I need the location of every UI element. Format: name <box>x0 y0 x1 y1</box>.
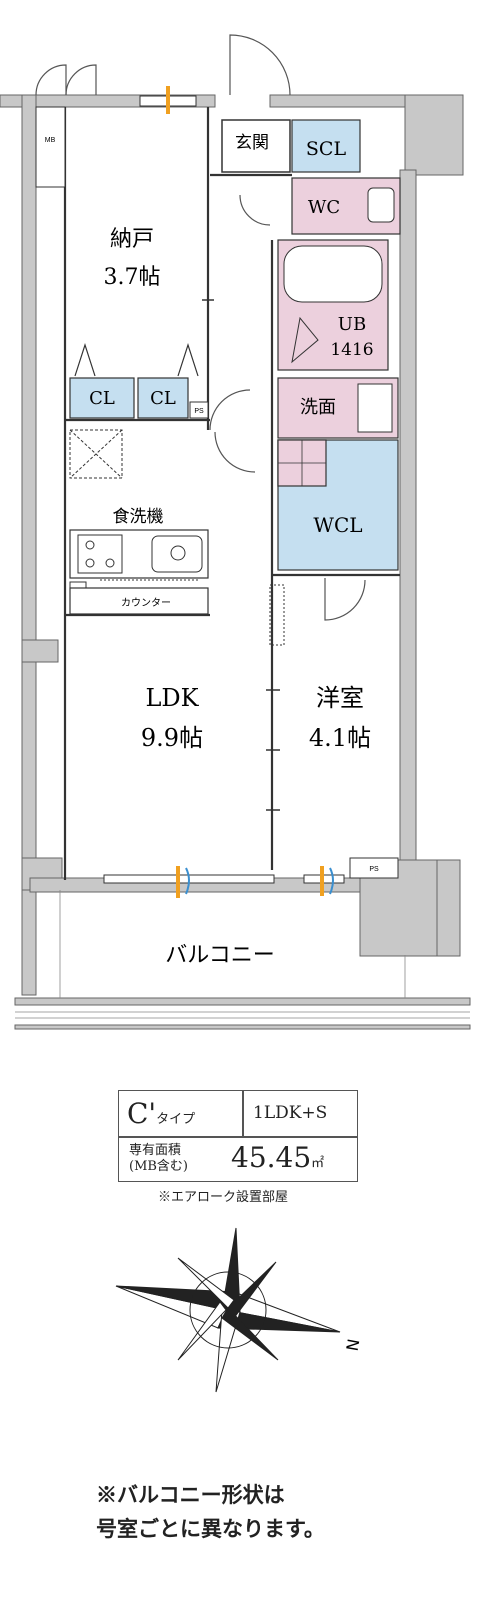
entrance-floor <box>221 119 291 173</box>
area-value: 45.45㎡ <box>231 1141 324 1174</box>
layout-cell: 1LDK+S <box>242 1090 358 1138</box>
door-swings <box>35 34 366 621</box>
pipe-space-1-label: PS <box>194 408 204 415</box>
fridge-space <box>69 429 123 479</box>
floor-plan: MB 玄関 SCL WC UB 1416 洗面 WCL 納戸 3.7帖 CL C… <box>0 34 471 1030</box>
washroom-label: 洗面 <box>300 397 336 418</box>
balcony-railing <box>15 890 470 1019</box>
shower-fixture <box>291 316 319 364</box>
area-number: 45.45 <box>231 1141 312 1174</box>
area-label: 専有面積(MB含む) <box>129 1143 188 1175</box>
aircon-note: ※エアローク設置部屋 <box>158 1190 289 1205</box>
interior-walls <box>63 107 400 880</box>
closet-doors <box>74 343 199 377</box>
air-vent-markers <box>166 86 334 898</box>
balcony-note-line1: ※バルコニー形状は <box>96 1482 285 1507</box>
toilet-label: WC <box>308 197 340 218</box>
area-label-line2: (MB含む) <box>129 1159 189 1174</box>
washbasin <box>357 383 393 433</box>
closet-2 <box>137 377 189 419</box>
wcl-label: WCL <box>313 513 362 537</box>
balcony-note-line2: 号室ごとに異なります。 <box>96 1516 325 1541</box>
bath-label: UB <box>338 314 366 335</box>
sliding-partition <box>202 299 280 811</box>
unit-info-table: C'タイプ 1LDK+S 専有面積(MB含む) 45.45㎡ <box>118 1090 358 1182</box>
western-size: 4.1帖 <box>309 724 371 752</box>
type-cell: C'タイプ <box>118 1090 244 1138</box>
north-label: N <box>342 1337 363 1352</box>
closet-2-label: CL <box>150 388 176 409</box>
dishwasher-label: 食洗機 <box>113 507 164 527</box>
type-label: C'タイプ <box>127 1097 195 1130</box>
shoe-closet-label: SCL <box>306 138 347 160</box>
area-cell: 専有面積(MB含む) 45.45㎡ <box>118 1136 358 1182</box>
toilet-fixture <box>367 187 395 223</box>
pipe-space-3-label: PS <box>369 866 379 873</box>
type-suffix: タイプ <box>156 1112 196 1127</box>
meter-box: MB <box>35 106 66 188</box>
pipe-space-1 <box>189 401 209 419</box>
shoe-closet <box>291 119 361 173</box>
storage-label: 納戸 <box>110 227 154 252</box>
storage-size: 3.7帖 <box>104 265 161 290</box>
counter-label: カウンター <box>121 597 171 609</box>
closet-1-label: CL <box>89 388 115 409</box>
ldk-size: 9.9帖 <box>141 724 203 752</box>
compass-rose: N <box>115 1227 363 1393</box>
sink <box>151 535 203 573</box>
kitchen-counter <box>69 587 209 615</box>
meter-box-label: MB <box>45 137 56 144</box>
closet-1 <box>69 377 135 419</box>
ldk-label: LDK <box>145 684 199 712</box>
bathtub <box>283 245 383 303</box>
area-label-line1: 専有面積 <box>129 1143 182 1158</box>
bath-size: 1416 <box>330 340 373 360</box>
pipe-space-3 <box>349 857 399 879</box>
balcony-label: バルコニー <box>165 943 275 968</box>
compass-needle <box>115 1227 341 1393</box>
western-label: 洋室 <box>316 684 364 712</box>
entrance-label: 玄関 <box>235 133 269 153</box>
type-letter: C' <box>127 1097 157 1130</box>
louver-door <box>269 584 285 646</box>
layout-label: 1LDK+S <box>253 1103 328 1123</box>
stove <box>77 534 123 574</box>
area-unit: ㎡ <box>311 1156 325 1171</box>
